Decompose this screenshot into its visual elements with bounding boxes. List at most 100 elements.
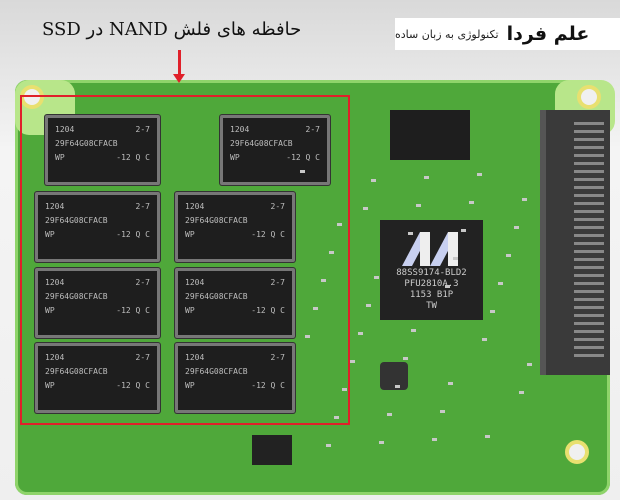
brand-name: علم فردا [506, 23, 590, 45]
smd-component [440, 410, 445, 413]
chip-part-number: 29F64G08CFACB [185, 367, 248, 376]
smd-component [482, 338, 487, 341]
smd-component [448, 382, 453, 385]
connector-pin [574, 130, 604, 133]
chip-wp: WP [185, 306, 195, 315]
controller-text-line: 1153 B1P [409, 290, 454, 300]
chip-code: 2-7 [270, 278, 285, 287]
connector-pin [574, 266, 604, 269]
connector-pin [574, 226, 604, 229]
chip-part-number: 29F64G08CFACB [230, 139, 293, 148]
chip-code: 2-7 [270, 202, 285, 211]
smd-component [329, 251, 334, 254]
connector-pin [574, 354, 604, 357]
chip-date: 1204 [45, 353, 65, 362]
chip-date: 1204 [45, 278, 65, 287]
chip-wp: WP [185, 381, 195, 390]
chip-date: 1204 [185, 278, 205, 287]
smd-component [366, 304, 371, 307]
chip-lot: -12 Q C [251, 306, 285, 315]
chip-part-number: 29F64G08CFACB [55, 139, 118, 148]
chip-part-number: 29F64G08CFACB [185, 292, 248, 301]
sata-connector [540, 110, 610, 375]
smd-component [461, 229, 466, 232]
connector-pin [574, 346, 604, 349]
connector-pin [574, 186, 604, 189]
smd-component [506, 254, 511, 257]
connector-pin [574, 154, 604, 157]
chip-lot: -12 Q C [116, 381, 150, 390]
mounting-hole [577, 85, 601, 109]
smd-component [490, 310, 495, 313]
dram-chip [390, 110, 470, 160]
smd-component [432, 438, 437, 441]
smd-component [522, 198, 527, 201]
chip-wp: WP [55, 153, 65, 162]
smd-component [337, 223, 342, 226]
smd-component [445, 285, 450, 288]
chip-wp: WP [230, 153, 240, 162]
connector-pin [574, 202, 604, 205]
brand-tagline: تکنولوژی به زبان ساده [395, 27, 499, 41]
chip-date: 1204 [185, 353, 205, 362]
chip-date: 1204 [185, 202, 205, 211]
chip-part-number: 29F64G08CFACB [185, 216, 248, 225]
smd-component [469, 201, 474, 204]
connector-pin [574, 298, 604, 301]
controller-text-line: 88SS9174-BLD2 [396, 268, 467, 278]
smd-component [313, 307, 318, 310]
smd-component [350, 360, 355, 363]
connector-pin [574, 218, 604, 221]
connector-pin [574, 314, 604, 317]
chip-lot: -12 Q C [251, 230, 285, 239]
smd-component [387, 413, 392, 416]
connector-pin [574, 138, 604, 141]
chip-wp: WP [45, 306, 55, 315]
nand-flash-chip: 1204 2-7 29F64G08CFACB WP -12 Q C [45, 115, 160, 185]
connector-pin [574, 250, 604, 253]
nand-flash-chip: 1204 2-7 29F64G08CFACB WP -12 Q C [175, 268, 295, 338]
chip-part-number: 29F64G08CFACB [45, 367, 108, 376]
smd-component [411, 329, 416, 332]
connector-pin [574, 210, 604, 213]
smd-component [358, 332, 363, 335]
smd-component [395, 385, 400, 388]
connector-pin [574, 146, 604, 149]
connector-pin [574, 162, 604, 165]
chip-date: 1204 [230, 125, 250, 134]
smd-component [379, 441, 384, 444]
arrow-down-icon [178, 50, 181, 78]
connector-pin [574, 178, 604, 181]
smd-component [326, 444, 331, 447]
smd-component [342, 388, 347, 391]
controller-chip: 88SS9174-BLD2 PFU2810A.3 1153 B1P TW [380, 220, 483, 320]
chip-part-number: 29F64G08CFACB [45, 216, 108, 225]
controller-text-line: TW [426, 301, 437, 311]
chip-wp: WP [45, 381, 55, 390]
smd-component [300, 170, 305, 173]
chip-code: 2-7 [135, 278, 150, 287]
smd-component [485, 435, 490, 438]
connector-pin [574, 122, 604, 125]
chip-date: 1204 [55, 125, 75, 134]
smd-component [371, 179, 376, 182]
chip-lot: -12 Q C [116, 306, 150, 315]
connector-pin [574, 306, 604, 309]
smd-component [527, 363, 532, 366]
small-chip [252, 435, 292, 465]
connector-pin [574, 338, 604, 341]
chip-code: 2-7 [135, 125, 150, 134]
smd-component [477, 173, 482, 176]
chip-lot: -12 Q C [116, 153, 150, 162]
smd-component [305, 335, 310, 338]
connector-pin [574, 322, 604, 325]
smd-component [403, 357, 408, 360]
mounting-hole [20, 85, 44, 109]
smd-component [519, 391, 524, 394]
marvell-logo-icon [402, 232, 458, 266]
